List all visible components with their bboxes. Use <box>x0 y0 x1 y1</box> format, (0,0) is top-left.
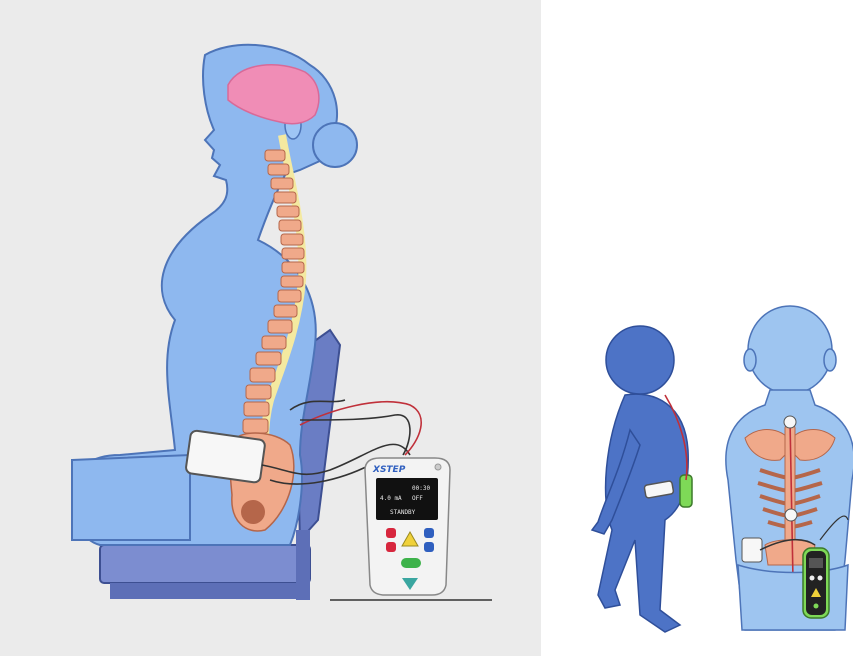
worn-control-unit <box>803 548 829 618</box>
electrode-pad <box>185 430 265 483</box>
device-plus-right-button <box>424 528 434 538</box>
device-screen-line-1: 00:30 <box>412 485 430 492</box>
device-brand: XSTEP <box>372 465 406 475</box>
device-start-button <box>401 558 421 568</box>
device-indicator-icon <box>435 464 441 470</box>
children-illustration <box>541 0 853 656</box>
stimulation-device: XSTEP 00:30 4.0 mA OFF STANDBY <box>365 458 450 595</box>
back-electrode-pad <box>742 538 762 562</box>
child-side-view <box>592 326 692 632</box>
device-screen-line-4: STANDBY <box>390 509 416 516</box>
device-screen-line-3: OFF <box>412 495 423 502</box>
electrode-upper <box>784 416 796 428</box>
device-minus-right-button <box>424 542 434 552</box>
seated-person-panel: XSTEP 00:30 4.0 mA OFF STANDBY <box>0 0 541 656</box>
seated-person-illustration: XSTEP 00:30 4.0 mA OFF STANDBY <box>0 0 541 656</box>
electrode-lower <box>785 509 797 521</box>
device-screen-line-2: 4.0 mA <box>380 495 402 502</box>
device-plus-left-button <box>386 528 396 538</box>
children-panel <box>541 0 853 656</box>
device-minus-left-button <box>386 542 396 552</box>
